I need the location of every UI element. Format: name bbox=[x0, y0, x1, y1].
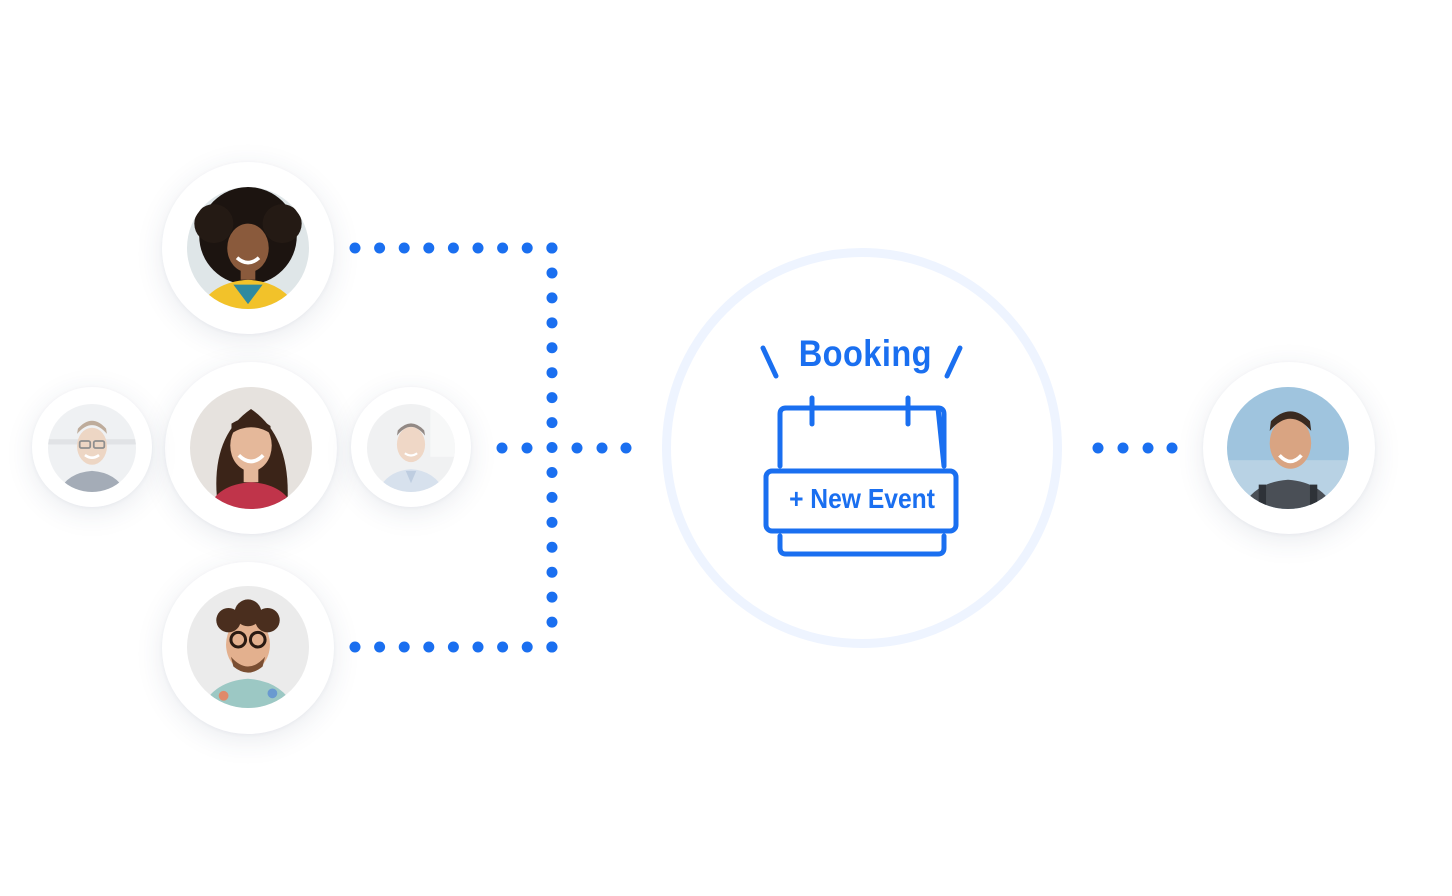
connector-dot bbox=[447, 242, 459, 254]
connector-dot bbox=[546, 417, 558, 429]
connector-dot bbox=[521, 242, 533, 254]
connector-dot bbox=[497, 242, 509, 254]
connector-dot bbox=[546, 591, 558, 603]
connector-dot bbox=[374, 641, 386, 653]
connector-dot bbox=[620, 442, 632, 454]
connector-dot bbox=[1117, 442, 1129, 454]
connector-dot bbox=[546, 342, 558, 354]
new-event-button[interactable]: + New Event bbox=[789, 483, 935, 514]
connector-dot bbox=[423, 641, 435, 653]
connector-dot bbox=[447, 641, 459, 653]
connector-dot bbox=[546, 267, 558, 279]
connector-dot bbox=[496, 442, 508, 454]
connector-dot bbox=[546, 367, 558, 379]
connector-dot bbox=[374, 242, 386, 254]
connector-dot bbox=[546, 516, 558, 528]
avatar-woman-curly-hair[interactable] bbox=[187, 187, 309, 309]
connector-dot bbox=[546, 641, 558, 653]
connector-dot bbox=[596, 442, 608, 454]
connector-dot bbox=[349, 641, 361, 653]
connector-dot bbox=[521, 442, 533, 454]
avatar-woman-long-hair[interactable] bbox=[190, 387, 312, 509]
booking-title: Booking bbox=[798, 333, 933, 374]
connector-dot bbox=[546, 491, 558, 503]
connector-dot bbox=[1092, 442, 1104, 454]
connector-dot bbox=[546, 466, 558, 478]
connector-dot bbox=[546, 392, 558, 404]
connector-dot bbox=[546, 616, 558, 628]
avatar-man-curly-hair-glasses[interactable] bbox=[187, 586, 309, 708]
connector-dot bbox=[398, 641, 410, 653]
connector-dot bbox=[546, 317, 558, 329]
avatar-man-glasses-left[interactable] bbox=[48, 404, 136, 492]
connector-dot bbox=[398, 242, 410, 254]
connector-dot bbox=[472, 641, 484, 653]
connector-dot bbox=[521, 641, 533, 653]
connector-dot bbox=[571, 442, 583, 454]
avatar-man-smiling-right[interactable] bbox=[1227, 387, 1349, 509]
connector-dot bbox=[472, 242, 484, 254]
connector-dot bbox=[1166, 442, 1178, 454]
connector-dot bbox=[497, 641, 509, 653]
connector-dot bbox=[1142, 442, 1154, 454]
connector-dot bbox=[546, 242, 558, 254]
connector-dot bbox=[546, 292, 558, 304]
connector-dot bbox=[546, 566, 558, 578]
connector-dot bbox=[423, 242, 435, 254]
connector-dot bbox=[546, 541, 558, 553]
calendar-icon bbox=[760, 345, 963, 557]
avatar-man-collared-shirt[interactable] bbox=[367, 404, 455, 492]
booking-hub bbox=[662, 248, 1062, 648]
connector-dot bbox=[349, 242, 361, 254]
connector-dot bbox=[546, 442, 558, 454]
